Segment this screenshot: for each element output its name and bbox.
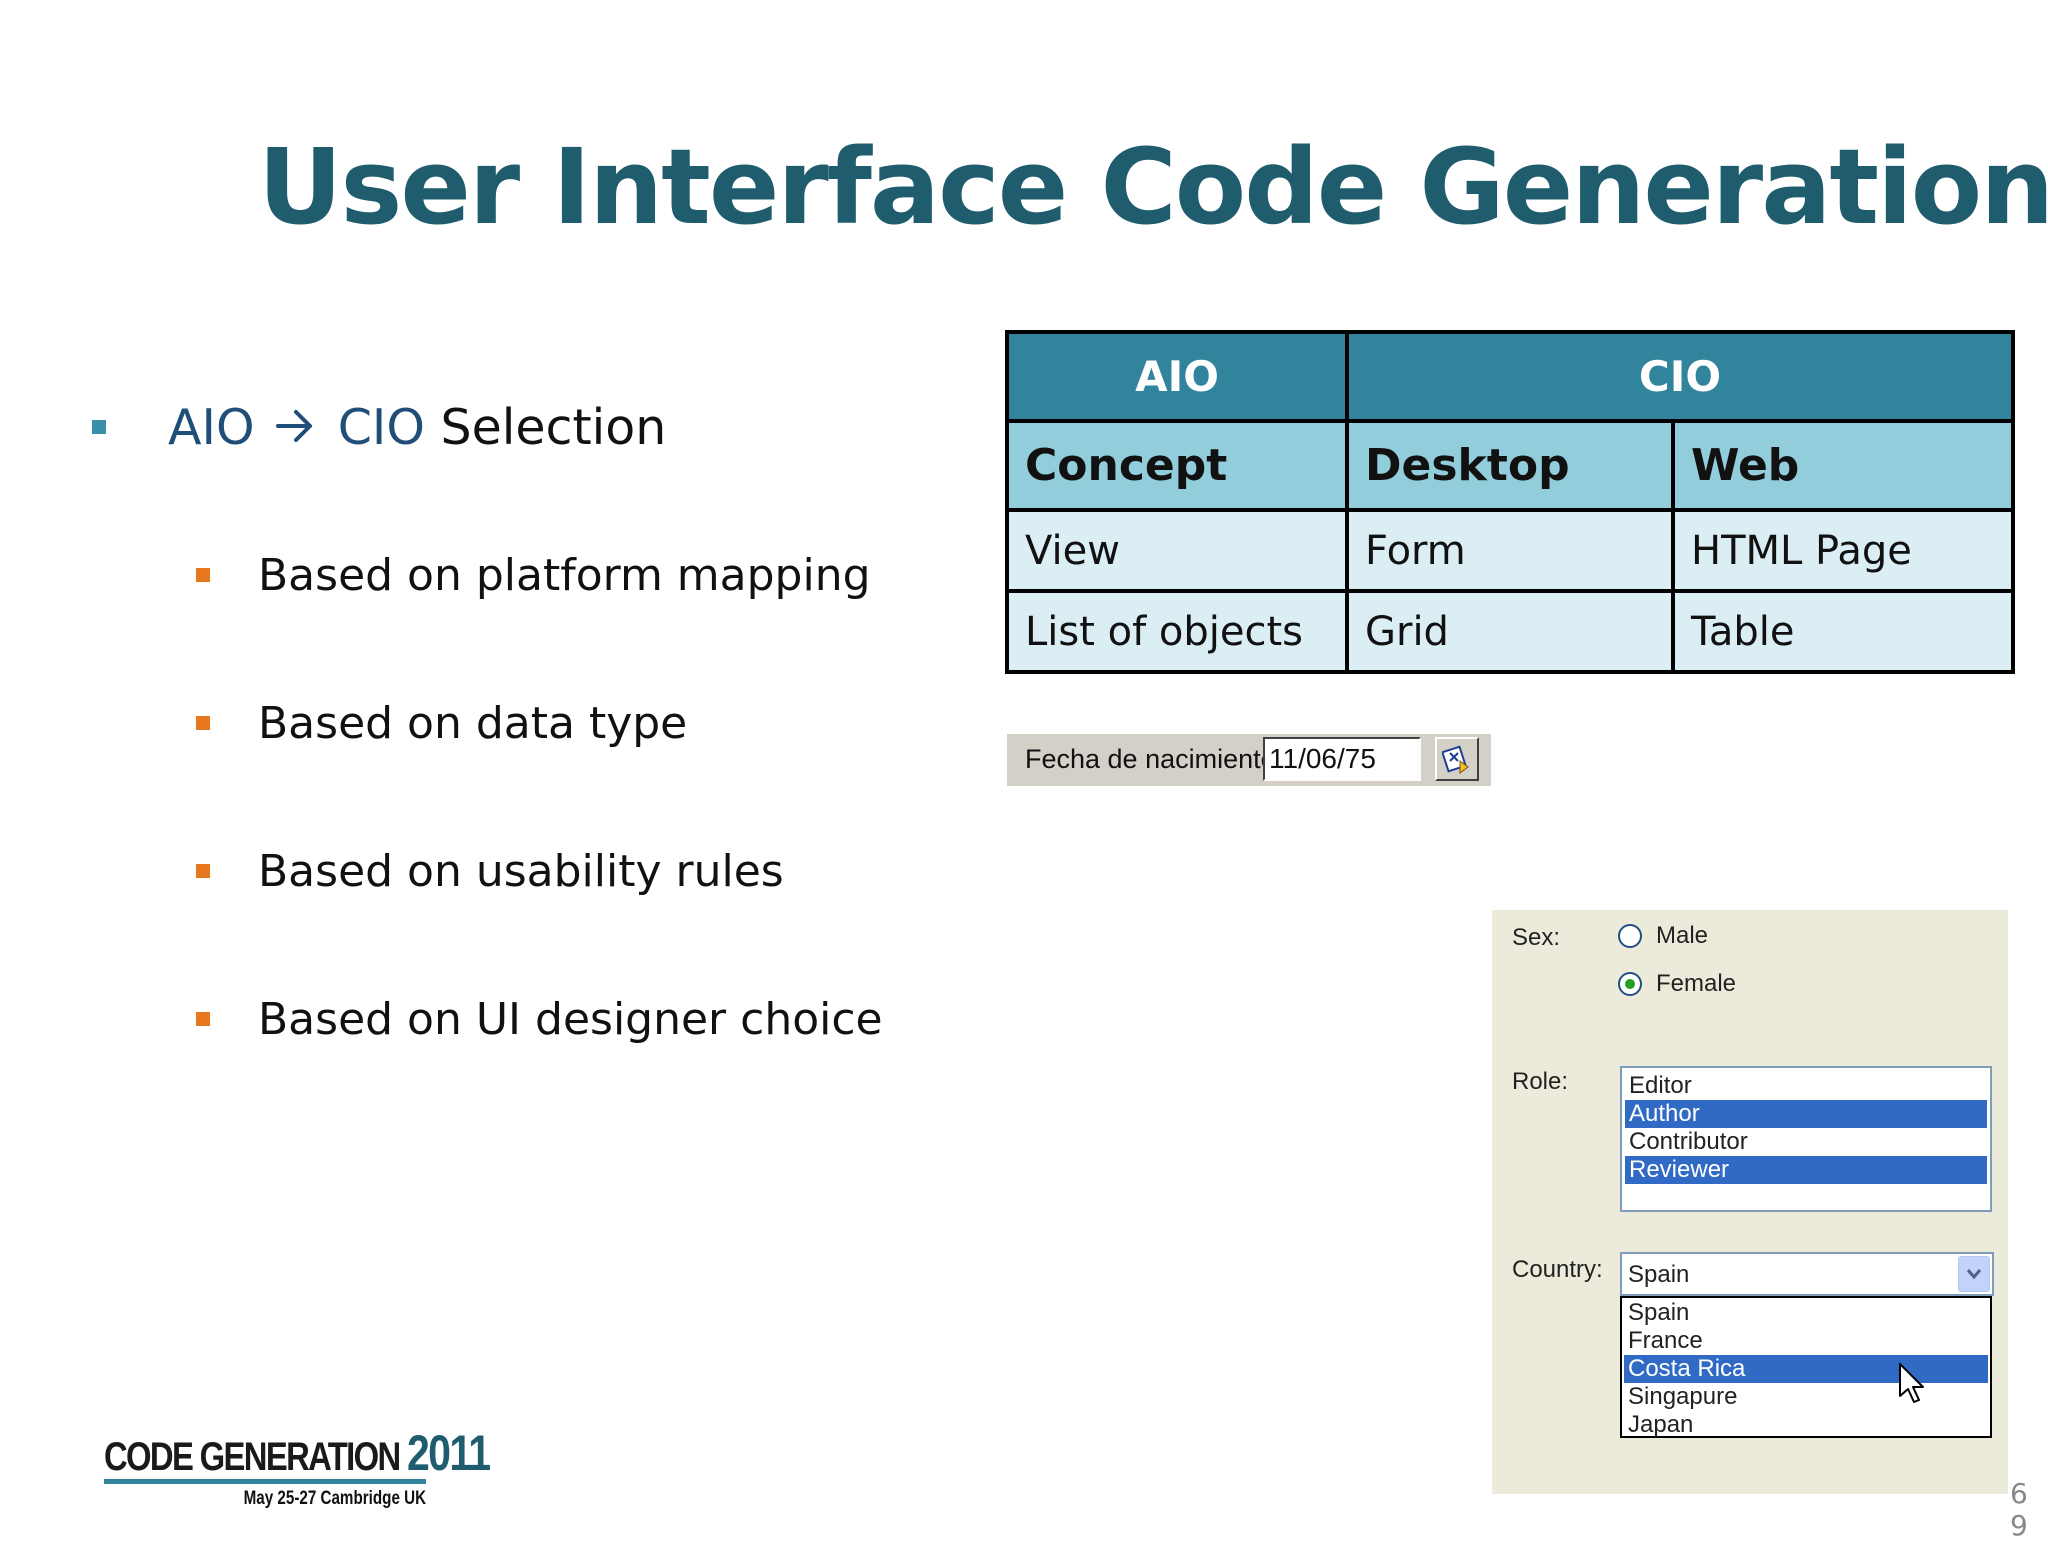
logo-text: CODE GENERATION xyxy=(104,1435,408,1479)
form-panel: Sex: Male Female Role: Editor Author Con… xyxy=(1492,910,2008,1494)
page-number: 69 xyxy=(2010,1477,2028,1542)
sub-bullet-text: Based on UI designer choice xyxy=(258,994,883,1045)
logo-subtitle: May 25-27 Cambridge UK xyxy=(243,1488,426,1509)
column-header: Web xyxy=(1671,419,2015,513)
table-cell: List of objects xyxy=(1005,589,1349,674)
table-column-row: Concept Desktop Web xyxy=(1005,419,2015,513)
aio-text: AIO xyxy=(168,399,255,456)
bullet-square-icon xyxy=(196,1012,210,1026)
radio-male[interactable]: Male xyxy=(1618,922,1708,950)
calendar-icon xyxy=(1442,745,1469,774)
dropdown-option[interactable]: France xyxy=(1628,1327,1703,1354)
arrow-right-icon xyxy=(276,398,316,458)
bullet-square-icon xyxy=(92,420,106,434)
radio-icon[interactable] xyxy=(1618,924,1642,948)
list-item[interactable]: Contributor xyxy=(1629,1128,1748,1155)
country-value: Spain xyxy=(1628,1261,1690,1288)
logo-year: 2011 xyxy=(407,1425,491,1481)
selection-text: Selection xyxy=(424,399,667,456)
role-label: Role: xyxy=(1512,1068,1569,1095)
column-header: Concept xyxy=(1005,419,1349,513)
column-header: Desktop xyxy=(1345,419,1675,513)
table-cell: HTML Page xyxy=(1671,508,2015,594)
radio-label: Female xyxy=(1656,970,1737,997)
sex-label: Sex: xyxy=(1512,924,1561,951)
calendar-button[interactable] xyxy=(1435,737,1479,781)
radio-selected-icon[interactable] xyxy=(1618,972,1642,996)
dropdown-option-highlighted[interactable]: Costa Rica xyxy=(1624,1355,1988,1383)
list-item-selected[interactable]: Reviewer xyxy=(1625,1156,1987,1184)
bullet-square-icon xyxy=(196,864,210,878)
sub-bullet-text: Based on usability rules xyxy=(258,846,784,897)
slide-title: User Interface Code Generation xyxy=(258,126,2048,248)
table-row: List of objects Grid Table xyxy=(1005,589,2015,674)
mouse-cursor-icon xyxy=(1899,1363,1924,1403)
table-cell: View xyxy=(1005,508,1349,594)
country-label: Country: xyxy=(1512,1256,1603,1283)
table-header-row: AIO CIO xyxy=(1005,329,2015,424)
bullet-square-icon xyxy=(196,568,210,582)
cio-text: CIO xyxy=(337,399,425,456)
list-item[interactable]: Editor xyxy=(1629,1072,1692,1099)
table-row: View Form HTML Page xyxy=(1005,508,2015,594)
radio-label: Male xyxy=(1656,922,1709,949)
conference-logo: CODE GENERATION 2011 May 25-27 Cambridge… xyxy=(104,1424,491,1514)
logo-bar xyxy=(104,1479,426,1484)
dropdown-button[interactable] xyxy=(1958,1256,1990,1292)
table-header-cio: CIO xyxy=(1345,329,2015,424)
date-input[interactable]: 11/06/75 xyxy=(1263,737,1421,781)
chevron-down-icon xyxy=(1966,1269,1982,1280)
dropdown-option[interactable]: Japan xyxy=(1628,1411,1694,1438)
date-label: Fecha de nacimiento xyxy=(1025,744,1276,774)
sub-bullet-text: Based on platform mapping xyxy=(258,550,871,601)
list-item-selected[interactable]: Author xyxy=(1625,1100,1987,1128)
country-select[interactable]: Spain xyxy=(1620,1252,1994,1296)
table-cell: Table xyxy=(1671,589,2015,674)
sub-bullet-text: Based on data type xyxy=(258,698,688,749)
table-cell: Form xyxy=(1345,508,1675,594)
date-widget: Fecha de nacimiento 11/06/75 xyxy=(1007,734,1491,786)
dropdown-option[interactable]: Spain xyxy=(1628,1299,1690,1326)
mapping-table: AIO CIO Concept Desktop Web View Form HT… xyxy=(1005,329,2015,674)
dropdown-option[interactable]: Singapure xyxy=(1628,1383,1738,1410)
radio-female[interactable]: Female xyxy=(1618,970,1736,998)
bullet-square-icon xyxy=(196,716,210,730)
country-dropdown-list: Spain France Costa Rica Singapure Japan xyxy=(1620,1296,1992,1438)
role-listbox[interactable]: Editor Author Contributor Reviewer xyxy=(1620,1066,1992,1212)
table-cell: Grid xyxy=(1345,589,1675,674)
table-header-aio: AIO xyxy=(1005,329,1349,424)
